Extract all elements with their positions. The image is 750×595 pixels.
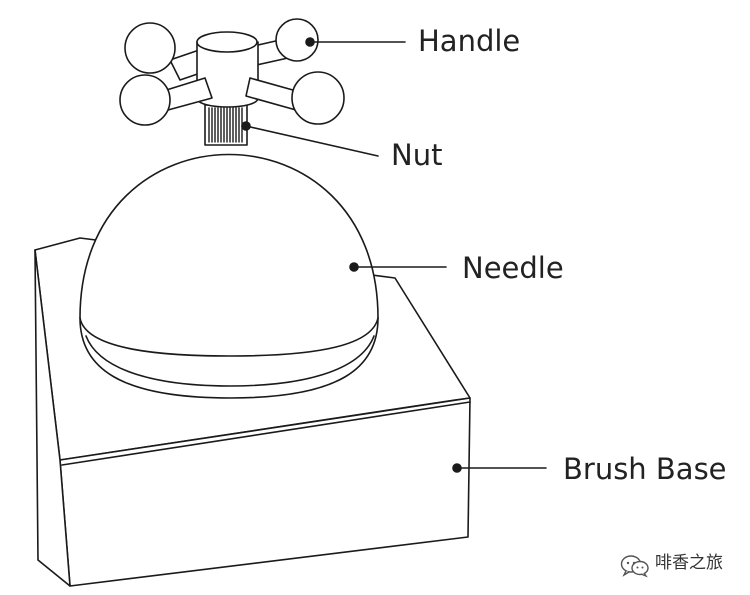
needle-dome [79, 153, 379, 399]
handle [119, 18, 345, 126]
nut-label: Nut [391, 138, 443, 172]
brush-base-label: Brush Base [563, 452, 727, 486]
wechat-logo-icon [620, 555, 649, 578]
leader-lines [241, 37, 547, 473]
nut [204, 104, 248, 146]
watermark: 啡香之旅 [620, 552, 745, 580]
handle-label: Handle [418, 24, 521, 58]
needle-label: Needle [462, 251, 564, 285]
watermark-text: 啡香之旅 [655, 553, 723, 573]
